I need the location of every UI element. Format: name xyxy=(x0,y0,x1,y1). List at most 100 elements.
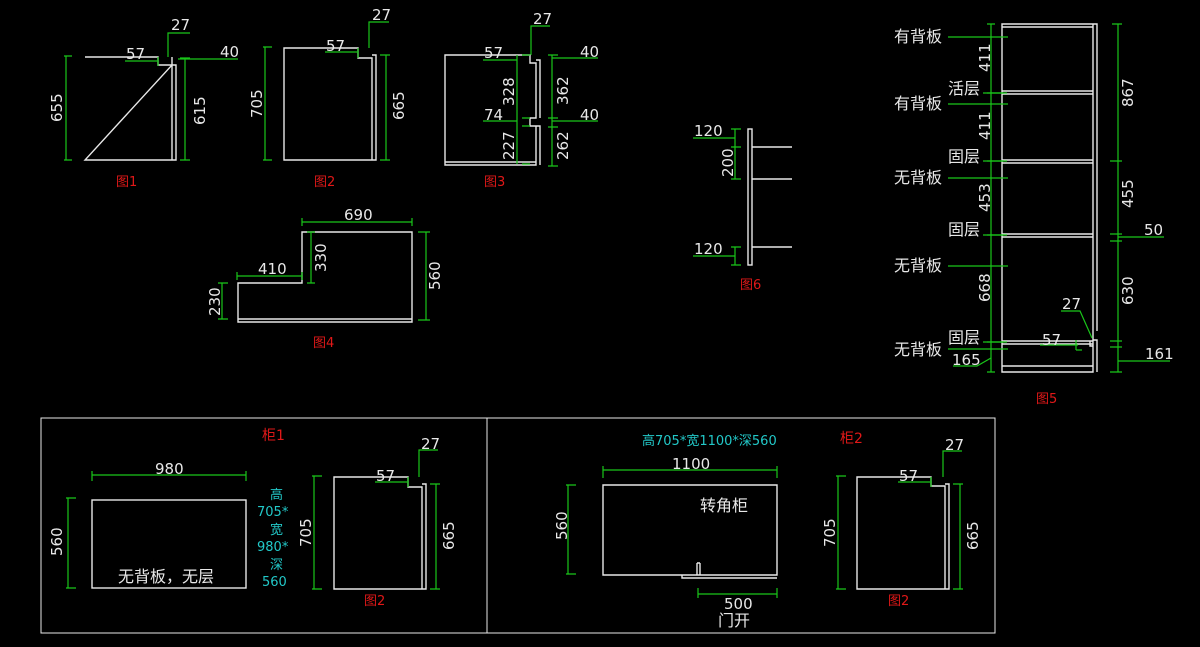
fig1-dim-27: 27 xyxy=(171,16,190,34)
fig3-dim-40-top: 40 xyxy=(580,43,599,61)
cabinet-2-frame xyxy=(486,417,996,634)
fig5-dim-668: 668 xyxy=(976,273,994,302)
fig3-dimension-lines xyxy=(483,25,598,167)
fig4-dim-330: 330 xyxy=(312,243,330,272)
fig5-label-no-back-1: 无背板 xyxy=(894,168,942,187)
fig2-dimension-lines xyxy=(263,21,390,161)
fig5-dim-411-top: 411 xyxy=(976,43,994,72)
cabinet-2-title: 柜2 xyxy=(840,431,863,447)
fig4-label: 图4 xyxy=(313,336,334,351)
fig6-dim-120-bottom: 120 xyxy=(694,240,723,258)
fig5-label-fixed-shelf-2: 固层 xyxy=(948,220,980,239)
fig1-label: 图1 xyxy=(116,175,137,190)
fig3-dim-57: 57 xyxy=(484,44,503,62)
fig5-label-fixed-shelf-3: 固层 xyxy=(948,328,980,347)
cabinet-1-spec-height-label: 高 xyxy=(270,487,283,503)
fig5-dim-57: 57 xyxy=(1042,331,1061,349)
fig3-dim-227: 227 xyxy=(500,131,518,160)
cabinet-1-spec-depth-label: 深 xyxy=(270,558,283,573)
fig5-cabinet-outline xyxy=(1001,23,1098,373)
cabinet-2-door-note: 门开 xyxy=(718,611,750,630)
fig5-dim-411-mid: 411 xyxy=(976,111,994,140)
fig6-shelves xyxy=(752,146,792,248)
fig1-dimension-lines xyxy=(64,32,238,161)
fig2-dim-665: 665 xyxy=(390,91,408,120)
fig4-dim-690: 690 xyxy=(344,206,373,224)
cabinet-2-side-dimension-lines xyxy=(836,450,963,590)
cabinet-1-dim-980: 980 xyxy=(155,460,184,478)
fig1-dim-615: 615 xyxy=(191,96,209,125)
fig3-dim-27: 27 xyxy=(533,10,552,28)
fig6-panel xyxy=(747,128,753,266)
fig5-dim-455: 455 xyxy=(1119,179,1137,208)
cabinet-1-side-dim-705: 705 xyxy=(297,518,315,547)
fig4-dim-560: 560 xyxy=(426,261,444,290)
fig3-dim-74: 74 xyxy=(484,106,503,124)
fig5-label-no-back-3: 无背板 xyxy=(894,340,942,359)
cabinet-2-spec: 高705*宽1100*深560 xyxy=(642,433,777,449)
cabinet-1-plan xyxy=(91,499,247,589)
fig6-label: 图6 xyxy=(740,278,761,293)
fig4-dim-410: 410 xyxy=(258,260,287,278)
cabinet-1-spec-depth-value: 560 xyxy=(262,575,287,590)
figure-4: 690 330 410 230 560 图4 xyxy=(206,206,444,351)
fig2-dim-705: 705 xyxy=(248,89,266,118)
cabinet-2: 高705*宽1100*深560 柜2 1100 560 转角柜 500 门开 2… xyxy=(553,431,982,630)
fig4-dim-230: 230 xyxy=(206,287,224,316)
fig3-dim-362: 362 xyxy=(554,76,572,105)
figure-6: 120 200 120 图6 xyxy=(693,122,792,293)
fig3-dim-328: 328 xyxy=(500,77,518,106)
figure-5: 有背板 活层 有背板 固层 无背板 固层 无背板 固层 无背板 411 411 … xyxy=(894,23,1174,407)
cabinet-2-dim-500: 500 xyxy=(724,595,753,613)
fig4-outline xyxy=(237,231,413,323)
cabinet-1-side-dim-57: 57 xyxy=(376,467,395,485)
cabinet-1-title: 柜1 xyxy=(262,428,285,444)
fig5-right-dimension-lines xyxy=(1110,23,1170,373)
fig5-detail-dimension-lines xyxy=(1040,310,1093,351)
cabinet-1-spec-height-value: 705* xyxy=(257,505,289,520)
fig5-dim-453: 453 xyxy=(976,183,994,212)
cabinet-2-side-dim-27: 27 xyxy=(945,436,964,454)
fig2-label: 图2 xyxy=(314,175,335,190)
cabinet-2-plan-dimension-lines xyxy=(566,466,778,598)
cabinet-2-plan xyxy=(602,484,778,579)
fig5-left-dimension-lines xyxy=(948,23,1008,373)
fig6-dimension-lines xyxy=(693,128,741,266)
fig5-dim-630: 630 xyxy=(1119,276,1137,305)
figure-1: 27 57 40 655 615 图1 xyxy=(48,16,239,190)
fig1-dim-655: 655 xyxy=(48,93,66,122)
cabinet-1: 柜1 980 560 无背板，无层 高 705* 宽 980* 深 560 27… xyxy=(48,428,458,609)
cabinet-1-side-dim-27: 27 xyxy=(421,435,440,453)
fig5-dim-27: 27 xyxy=(1062,295,1081,313)
fig5-label-back-panel-2: 有背板 xyxy=(894,94,942,113)
cabinet-2-side-label: 图2 xyxy=(888,594,909,609)
figure-3: 27 57 40 328 362 74 40 227 262 图3 xyxy=(444,10,599,190)
cabinet-1-note: 无背板，无层 xyxy=(118,567,214,586)
cabinet-2-side-dim-57: 57 xyxy=(899,467,918,485)
fig5-label-adjustable-shelf: 活层 xyxy=(948,79,980,98)
fig5-dim-50: 50 xyxy=(1144,221,1163,239)
cabinet-1-side-outline xyxy=(333,476,427,590)
fig3-label: 图3 xyxy=(484,175,505,190)
fig5-groove-detail xyxy=(1089,341,1093,347)
figure-2: 27 57 705 665 图2 xyxy=(248,6,408,190)
fig4-dimension-lines xyxy=(218,218,430,321)
fig3-dim-40-mid: 40 xyxy=(580,106,599,124)
cabinet-1-side-dimension-lines xyxy=(312,449,440,590)
fig6-dim-200: 200 xyxy=(719,148,737,177)
fig5-label: 图5 xyxy=(1036,392,1057,407)
fig5-label-back-panel-1: 有背板 xyxy=(894,27,942,46)
fig1-dim-40: 40 xyxy=(220,43,239,61)
fig5-shelves xyxy=(1002,90,1093,345)
fig2-dim-27: 27 xyxy=(372,6,391,24)
cabinet-2-side-dim-665: 665 xyxy=(964,521,982,550)
fig5-dim-867: 867 xyxy=(1119,78,1137,107)
fig1-outline xyxy=(83,56,177,161)
fig5-label-fixed-shelf-1: 固层 xyxy=(948,147,980,166)
cabinet-2-dim-1100: 1100 xyxy=(672,455,710,473)
fig3-dim-262: 262 xyxy=(554,131,572,160)
fig5-label-no-back-2: 无背板 xyxy=(894,256,942,275)
cabinet-1-spec-width-label: 宽 xyxy=(270,522,283,538)
fig2-dim-57: 57 xyxy=(326,37,345,55)
